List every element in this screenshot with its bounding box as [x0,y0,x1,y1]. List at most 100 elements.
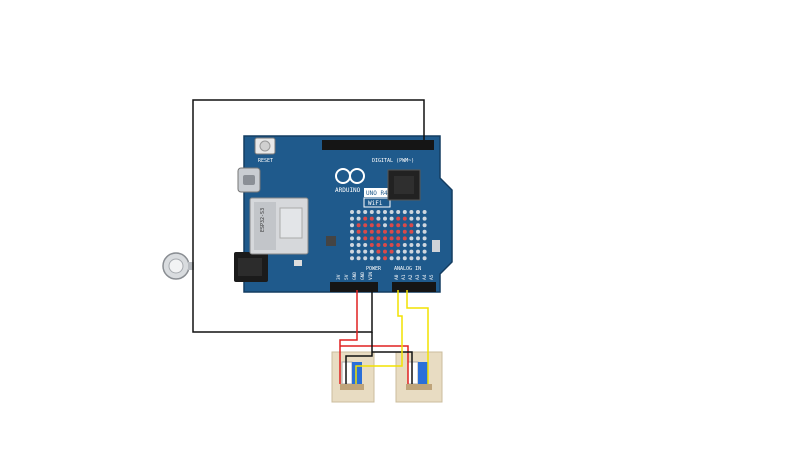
led [409,229,414,234]
pin-label: 5V [344,274,350,280]
led [402,210,407,214]
pin-label: A0 [394,274,400,280]
led [416,243,420,247]
led [376,249,381,254]
led [369,216,374,221]
led [363,229,368,234]
led [402,236,407,241]
black-wire-sensor-right [372,351,413,384]
led [416,229,420,234]
pin-label: GND [352,272,358,280]
led [389,216,394,221]
led [389,256,394,261]
led-matrix [350,210,427,261]
led [356,223,361,228]
yellow-wire-a1 [406,290,429,384]
led [383,223,387,228]
pin-label: A3 [415,274,421,280]
led [350,249,354,254]
pin-label: 3V [336,274,342,280]
black-wire-sensor-left [345,332,373,384]
led [363,249,368,254]
led [369,229,374,234]
led [383,229,387,234]
led [389,243,394,247]
reset-label: RESET [258,158,273,164]
led [376,256,381,261]
led [369,249,374,254]
led [376,210,381,214]
led [363,216,368,221]
led [350,210,354,214]
led [356,256,361,261]
led [422,256,427,261]
led [383,210,387,214]
led [350,256,354,261]
led [402,243,407,247]
led [376,223,381,228]
led [402,229,407,234]
led [396,249,401,254]
led [396,236,401,241]
digital-header-label: DIGITAL (PWM~) [372,158,414,164]
led [389,223,394,228]
led [389,249,394,254]
led [369,210,374,214]
led [402,216,407,221]
led [350,236,354,241]
led [389,236,394,241]
led [376,243,381,247]
led [409,236,414,241]
led [422,243,427,247]
led [409,216,414,221]
pin-label: A4 [422,274,428,280]
pin-label: VIN [368,272,374,280]
sensor-module-left [331,351,375,403]
sensor-module-right [395,351,443,403]
led [363,256,368,261]
arduino-logo: ARDUINO [335,168,365,194]
led [416,216,420,221]
led [356,229,361,234]
red-wire-branch [340,345,409,384]
pin-label: GND [360,272,366,280]
analog-header [392,282,436,292]
esp32-module-label: ESP32-S3 [260,208,266,232]
arduino-board: RESET ESP32-S3 ARDUINO UNO R4 WiFi D [234,135,453,293]
led [356,210,361,214]
led [422,229,427,234]
led [409,223,414,228]
led [350,223,354,228]
red-wire-main [339,290,358,384]
led [376,229,381,234]
led [383,216,387,221]
led [369,243,374,247]
led [396,216,401,221]
led [350,216,354,221]
led [363,236,368,241]
led [363,243,368,247]
led [363,223,368,228]
led [402,256,407,261]
pin-label: A5 [429,274,435,280]
led [416,236,420,241]
led [402,249,407,254]
led [396,223,401,228]
led [422,223,427,228]
model-label: UNO R4 [366,190,388,197]
led [409,243,414,247]
led [383,236,387,241]
power-header-label: POWER [366,266,382,272]
led [396,210,401,214]
digital-header [322,140,434,150]
led [376,216,381,221]
pin-label: A1 [401,274,407,280]
led [396,256,401,261]
led [356,216,361,221]
led [416,210,420,214]
led [350,229,354,234]
